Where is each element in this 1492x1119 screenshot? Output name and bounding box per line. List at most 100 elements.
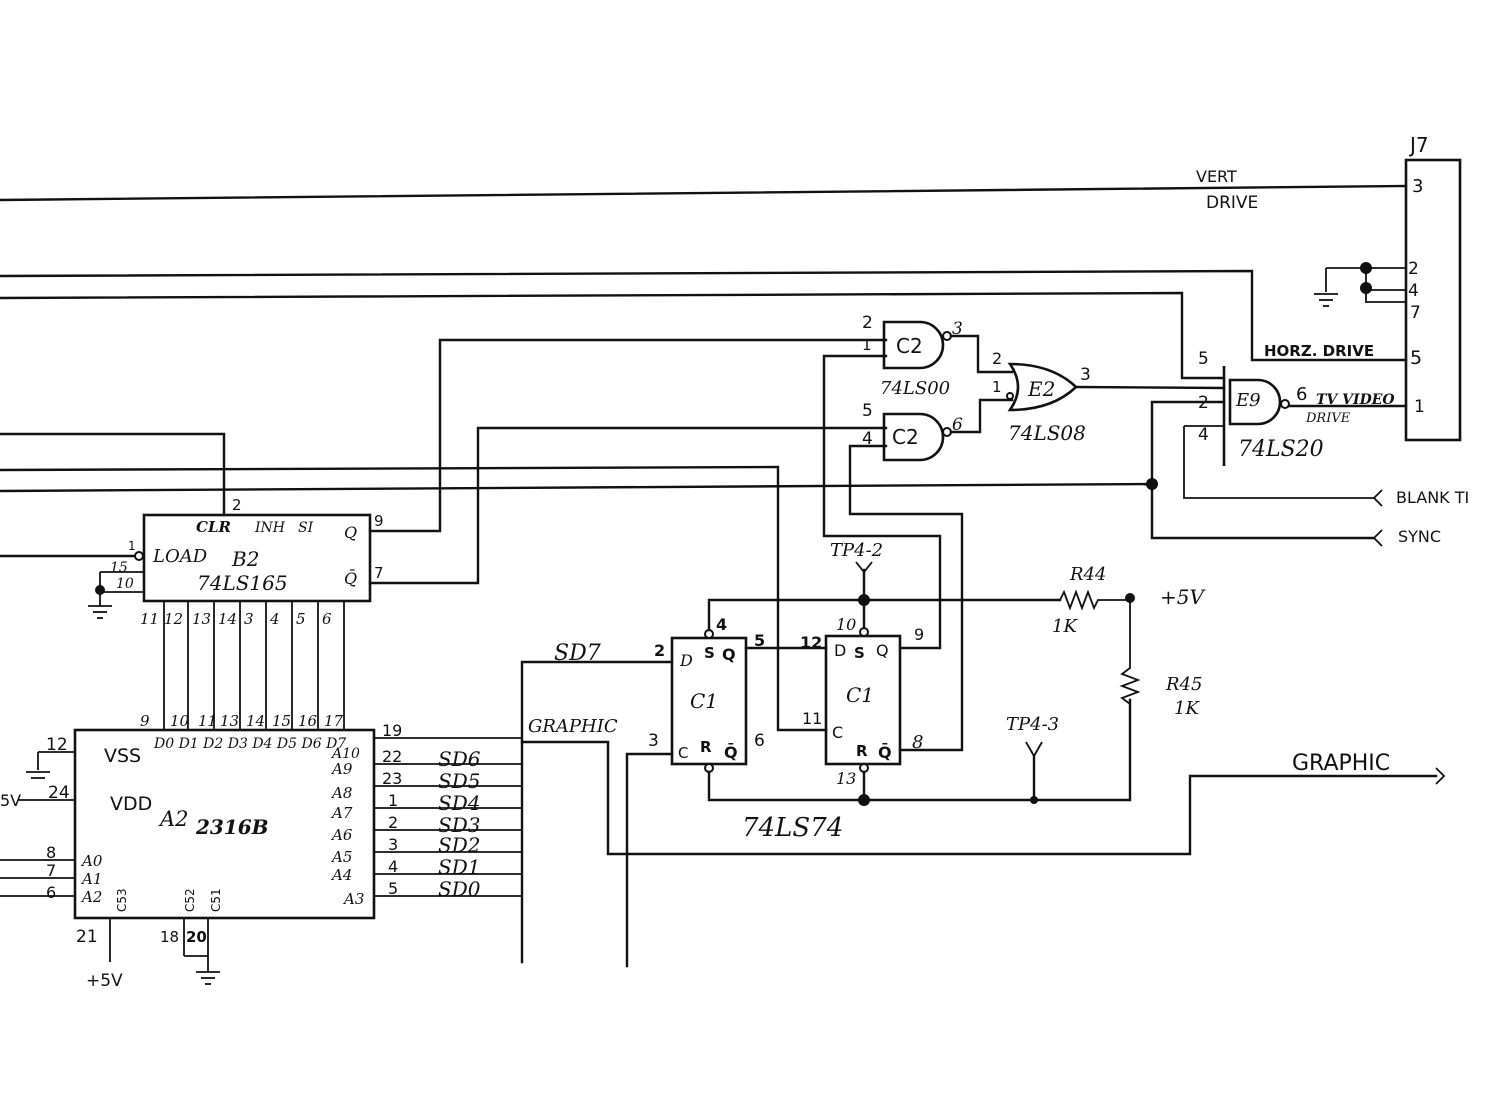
gate-c2a: C2 2 1 3 74LS00 — [862, 313, 1014, 399]
ff2-c: C — [832, 723, 843, 742]
r44-ref: R44 — [1069, 564, 1106, 585]
a2-tpin-5: 15 — [272, 712, 291, 730]
wire-b2-qbar — [368, 426, 888, 585]
a2-rpin-4: 2 — [388, 813, 398, 832]
b2-q-label: Q — [344, 523, 357, 542]
e9-type: 74LS20 — [1238, 437, 1324, 462]
b2-bpin-1: 12 — [164, 610, 183, 628]
a2-rpin-6: 4 — [388, 857, 398, 876]
b2-clr-label: CLR — [196, 518, 231, 536]
c2a-type: 74LS00 — [880, 378, 950, 399]
b2-inh-label: INH — [254, 520, 286, 536]
b2-pin-q: 9 — [374, 512, 384, 530]
wire-graphic-mid: GRAPHIC GRAPHIC — [520, 716, 1446, 856]
j7-ground-icon — [1314, 293, 1338, 307]
a2-rpin-1: 22 — [382, 747, 402, 766]
e9-in2: 2 — [1198, 393, 1209, 413]
b2-ref-label: B2 — [231, 547, 259, 571]
a2-pin-21: 21 — [76, 927, 98, 947]
b2-pin-15: 15 — [110, 560, 128, 576]
ff2-pin-s: 10 — [836, 615, 856, 634]
a2-right-pins: A10 A9 A8 A7 A6 A5 A4 A3 19 22 23 1 2 3 … — [330, 721, 522, 908]
a2-tpin-0: 9 — [140, 712, 150, 730]
c2a-in2: 1 — [862, 336, 872, 354]
b2-bottom-pins: 11 12 13 14 3 4 5 6 — [140, 610, 332, 628]
j7-pin-5: 5 — [1410, 347, 1422, 369]
ff2-pin-r: 13 — [836, 769, 856, 788]
wire-ff-clock — [0, 465, 828, 732]
a2-raddr-0: A10 — [330, 746, 360, 762]
ff1-qbar: Q̄ — [724, 742, 738, 762]
b2-bpin-2: 13 — [192, 610, 211, 628]
b2-qbar-label: Q̄ — [344, 567, 357, 588]
net-sd0: SD0 — [438, 877, 481, 901]
c2a-out: 3 — [952, 319, 963, 339]
ff1-s: S — [704, 644, 715, 662]
test-point-tp4-3: TP4-3 — [1006, 714, 1059, 758]
tp4-3-label: TP4-3 — [1006, 714, 1059, 735]
ff1-pin-d: 2 — [654, 641, 665, 660]
b2-pin-load: 1 — [128, 539, 136, 553]
a2-laddr-0: A0 — [80, 852, 103, 870]
b2-pin-qbar: 7 — [374, 564, 384, 582]
e9-in1: 5 — [1198, 349, 1209, 369]
c2b-in2: 4 — [862, 429, 873, 449]
net-vert-drive-1: VERT — [1196, 167, 1237, 186]
a2-tpin-7: 17 — [324, 712, 344, 730]
wire-preset-bus — [707, 568, 1062, 632]
net-sd4: SD4 — [438, 791, 480, 815]
j7-ref: J7 — [1408, 133, 1429, 157]
a2-raddr-4: A6 — [330, 826, 353, 844]
wire-b2-q — [368, 338, 888, 533]
net-sync-label: SYNC — [1398, 527, 1441, 546]
a2-data-label: D0 D1 D2 D3 D4 D5 D6 D7 — [153, 736, 346, 752]
e9-out: 6 — [1296, 384, 1307, 405]
e9-ref: E9 — [1235, 390, 1261, 411]
b2-bpin-7: 6 — [322, 610, 332, 628]
ff1-pin-s: 4 — [716, 615, 727, 634]
a2-raddr-7: A3 — [342, 890, 364, 908]
a2-tpin-4: 14 — [246, 712, 265, 730]
a2-lpin-0: 8 — [46, 843, 56, 862]
a2-vss-label: VSS — [104, 745, 141, 767]
b2-type-label: 74LS165 — [197, 571, 288, 595]
wire-ff2-qbar-to-c2b — [848, 444, 964, 752]
a2-ground-icon-left — [26, 771, 50, 779]
b2-pin-clr: 2 — [232, 496, 242, 514]
a2-top-pins: 9 10 11 13 14 15 16 17 — [140, 712, 344, 730]
wire-ff1-clock — [625, 752, 674, 968]
net-sd1: SD1 — [438, 855, 480, 879]
b2-a2-data-lines — [163, 601, 345, 730]
a2-tpin-1: 10 — [170, 712, 190, 730]
resistor-r44: R44 1K +5V — [1052, 564, 1206, 637]
resistor-r45: R45 1K — [1119, 600, 1202, 720]
net-sd3: SD3 — [438, 813, 480, 837]
a2-pin-18: 18 — [160, 928, 179, 946]
a2-ref-label: A2 — [158, 807, 189, 831]
a2-pin-vdd: 24 — [48, 783, 70, 803]
r45-value: 1K — [1174, 698, 1200, 719]
a2-pin-vss: 12 — [46, 735, 68, 755]
ff1-q: Q — [722, 645, 736, 664]
ff-type-label: 74LS74 — [742, 813, 843, 843]
wire-ff2-q-to-c2a — [822, 354, 942, 650]
connector-j7: J7 3 2 4 7 5 1 — [1314, 133, 1462, 442]
a2-tpin-3: 13 — [220, 712, 239, 730]
a2-lpin-1: 7 — [46, 861, 56, 880]
a2-pin-20: 20 — [186, 928, 207, 946]
a2-supply-left: 5V — [0, 791, 21, 810]
a2-rpin-7: 5 — [388, 879, 398, 898]
ff2-ref: C1 — [846, 683, 874, 707]
ff2-d: D — [834, 641, 846, 660]
e2-in1: 2 — [992, 349, 1002, 368]
ff1-c: C — [678, 744, 688, 762]
net-tv-video-2: DRIVE — [1305, 411, 1351, 426]
net-vert-drive-2: DRIVE — [1206, 193, 1258, 213]
b2-bpin-3: 14 — [218, 610, 237, 628]
e2-type: 74LS08 — [1008, 421, 1086, 445]
net-sd6: SD6 — [438, 747, 481, 771]
chip-ff2: D S Q C1 C R Q̄ 12 10 9 11 13 8 — [800, 615, 924, 788]
net-sd2: SD2 — [438, 833, 480, 857]
j7-pin-2: 2 — [1408, 259, 1419, 279]
